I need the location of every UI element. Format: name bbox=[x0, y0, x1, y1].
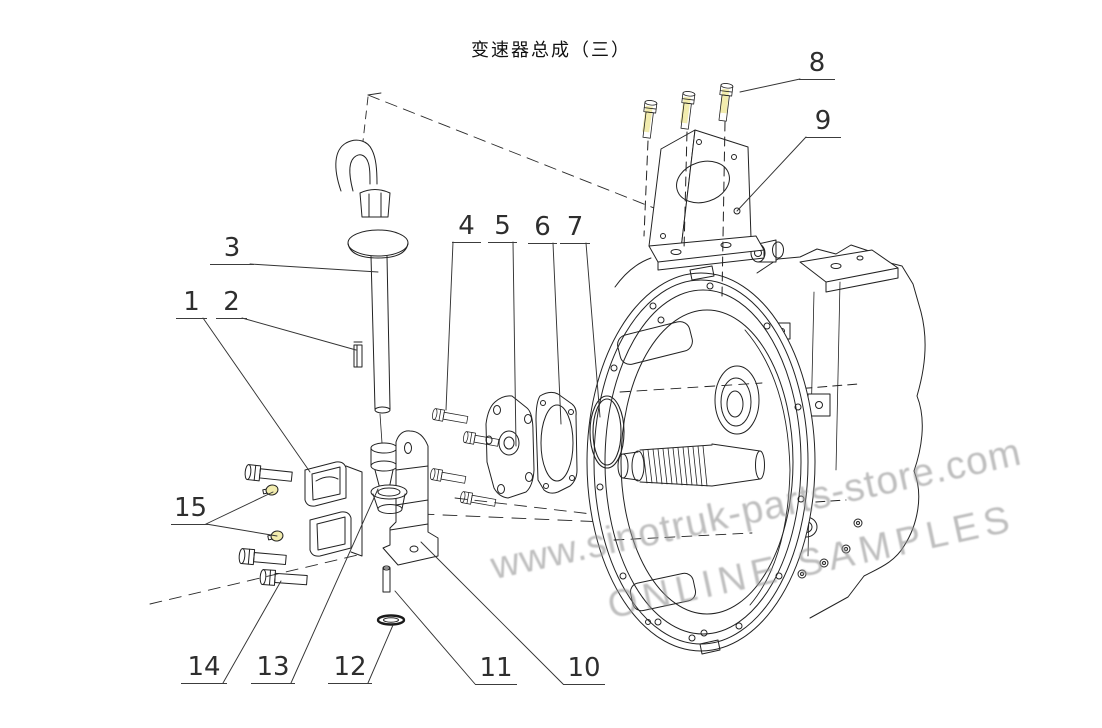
left-bracket-cups bbox=[304, 461, 363, 557]
callout-4: 4 bbox=[452, 213, 481, 243]
callout-10: 10 bbox=[563, 655, 605, 685]
input-shaft bbox=[617, 443, 765, 487]
retaining-clip bbox=[353, 341, 363, 368]
top-bracket bbox=[614, 129, 765, 288]
callout-14: 14 bbox=[181, 654, 227, 684]
callout-2: 2 bbox=[216, 289, 247, 319]
callout-15: 15 bbox=[171, 495, 210, 525]
o-ring bbox=[589, 395, 625, 469]
callout-8: 8 bbox=[799, 50, 835, 80]
callout-6: 6 bbox=[528, 214, 557, 244]
page-title: 变速器总成（三） bbox=[471, 40, 631, 60]
center-bracket bbox=[370, 430, 439, 566]
callout-9: 9 bbox=[805, 108, 841, 138]
callout-5: 5 bbox=[488, 213, 517, 243]
callout-leader-lines bbox=[202, 78, 807, 685]
gasket bbox=[535, 391, 578, 494]
callout-11: 11 bbox=[475, 655, 517, 685]
callout-1: 1 bbox=[176, 289, 207, 319]
callout-3: 3 bbox=[210, 235, 254, 265]
top-bolts bbox=[640, 82, 734, 297]
callout-13: 13 bbox=[251, 654, 295, 684]
callout-7: 7 bbox=[560, 214, 590, 244]
cover-plate bbox=[485, 395, 535, 499]
pin-and-washer bbox=[376, 565, 406, 626]
callout-12: 12 bbox=[328, 654, 372, 684]
